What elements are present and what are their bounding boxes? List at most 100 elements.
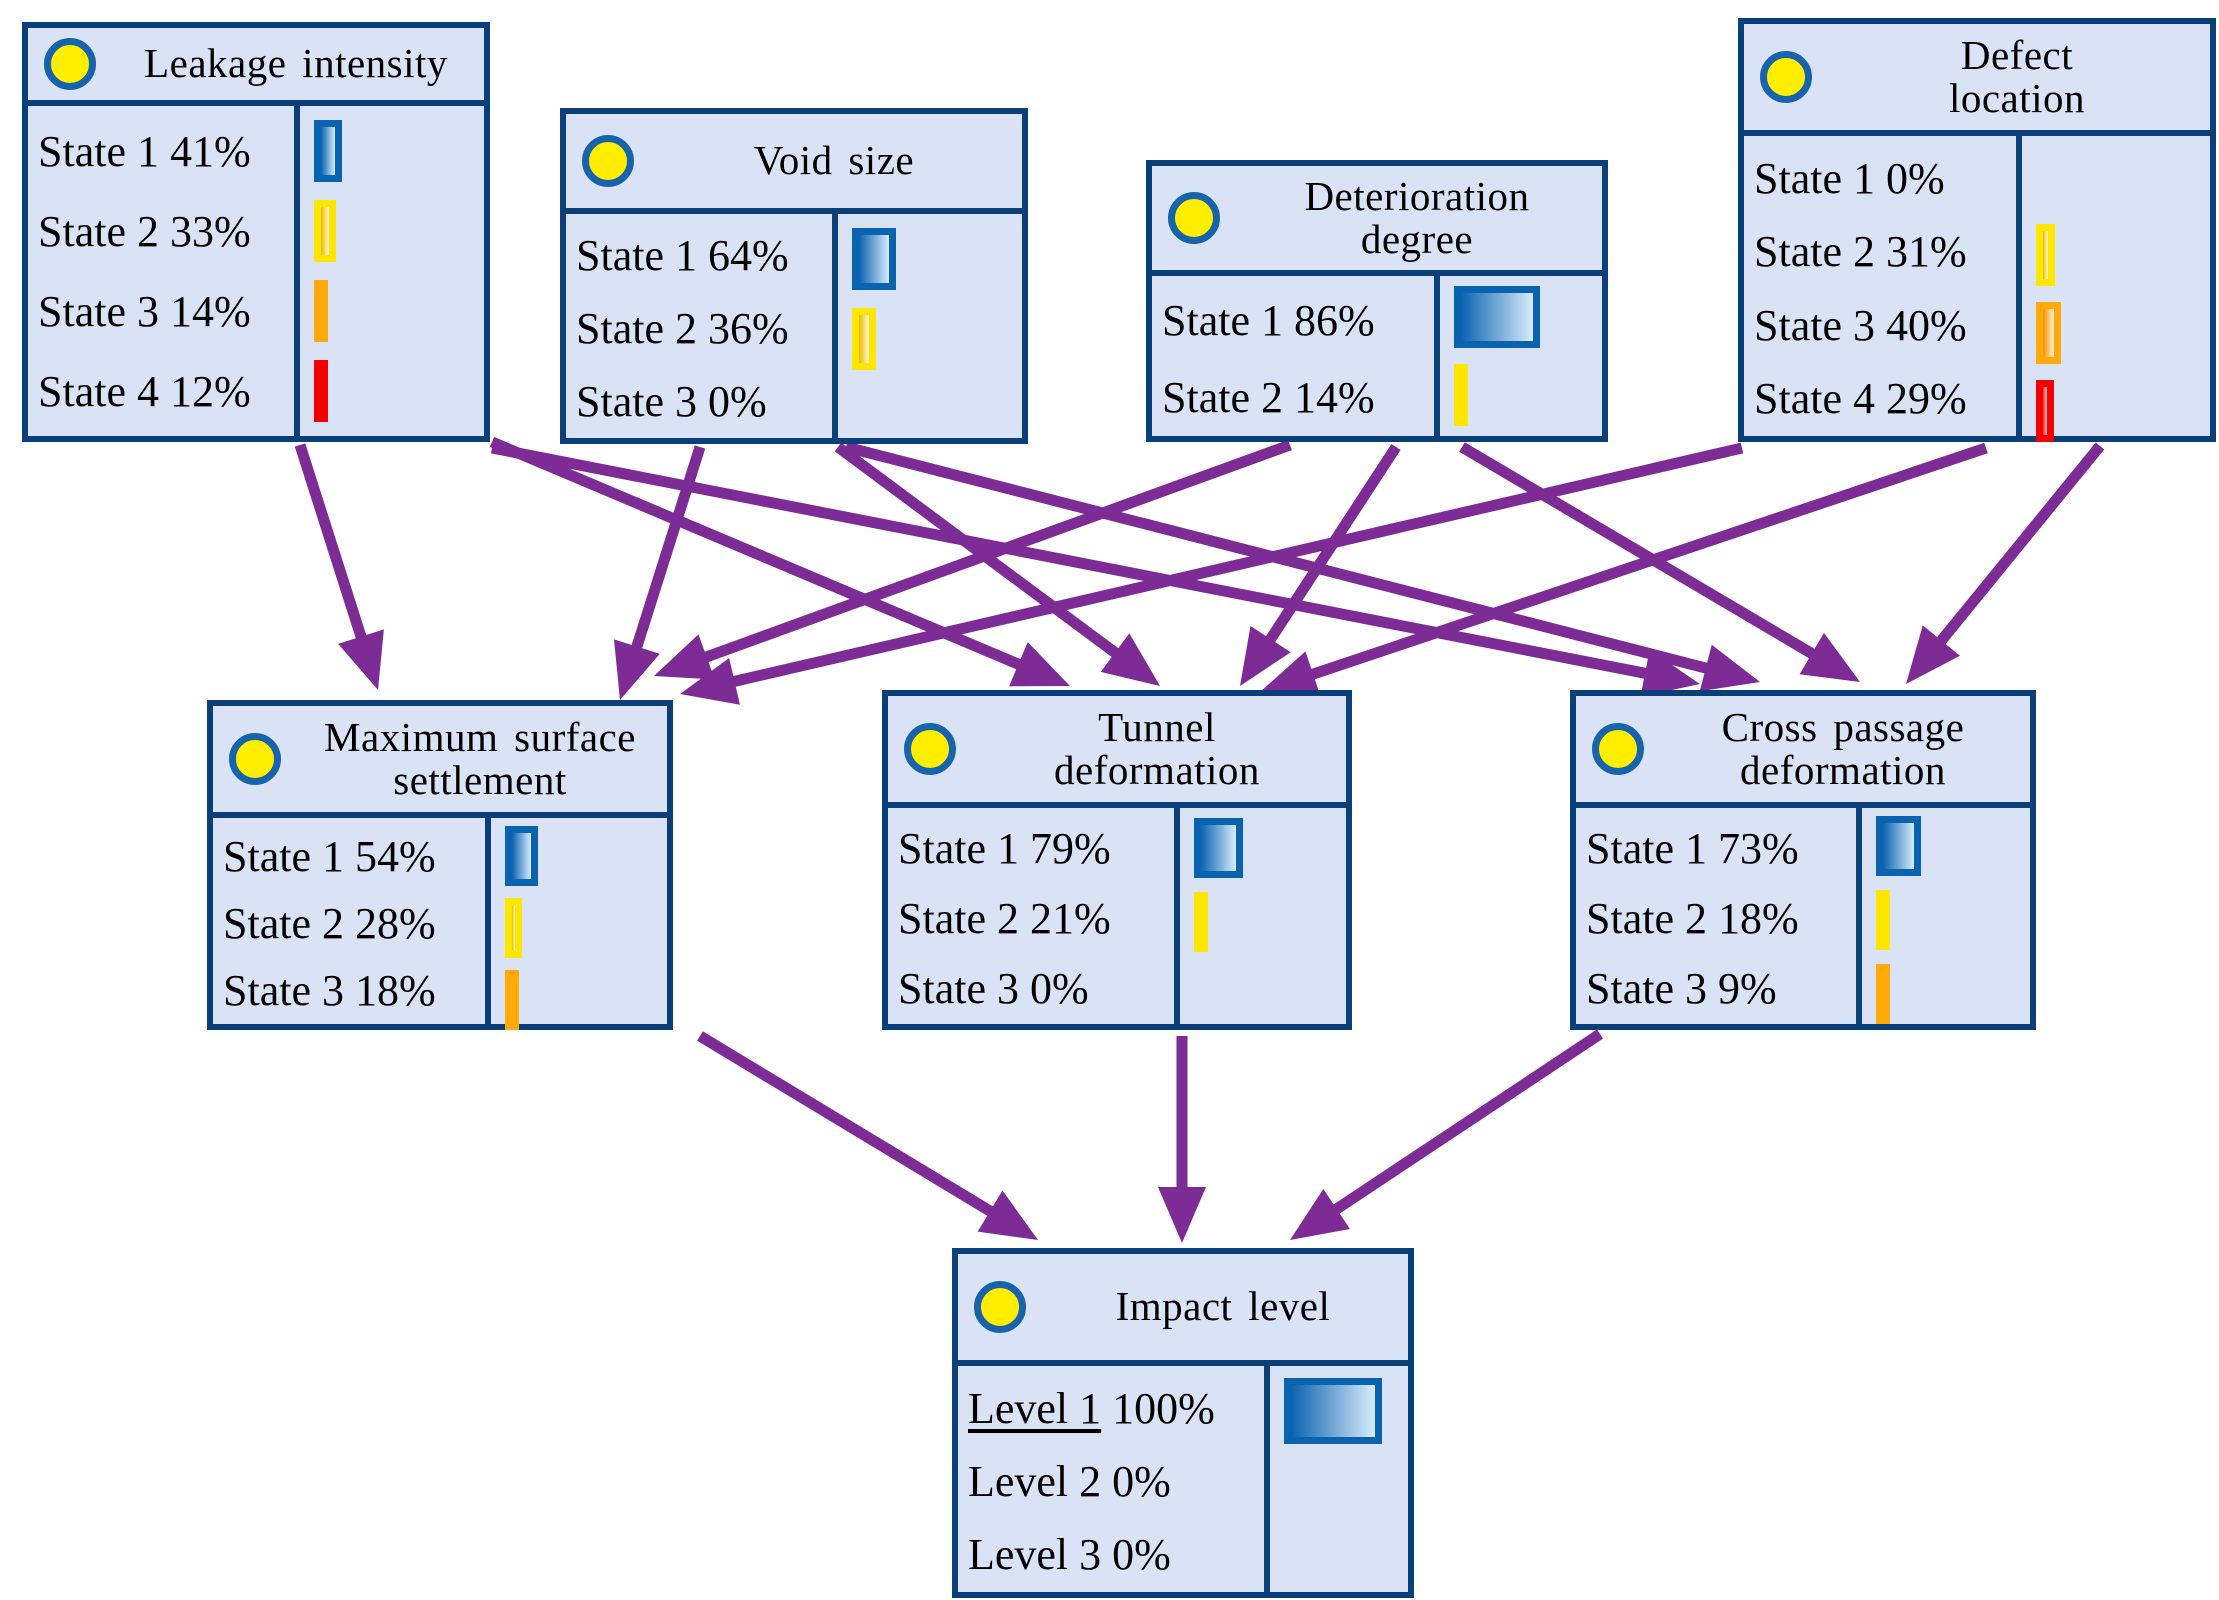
state-row[interactable]: State 4 12% xyxy=(38,352,294,432)
bar-column xyxy=(2022,136,2210,442)
state-label: State 1 xyxy=(1162,295,1283,345)
lightbulb-icon xyxy=(44,38,96,90)
state-list: State 1 73%State 2 18%State 3 9% xyxy=(1576,808,1862,1024)
state-row[interactable]: State 2 18% xyxy=(1586,884,1856,954)
arrowhead-icon xyxy=(1260,651,1321,697)
bar-column xyxy=(1440,276,1602,436)
bar-column xyxy=(1862,808,2030,1024)
state-row[interactable]: State 3 14% xyxy=(38,272,294,352)
state-label: State 1 xyxy=(898,824,1019,873)
state-label: State 2 xyxy=(1754,227,1875,277)
state-label: State 3 xyxy=(38,287,159,336)
state-row[interactable]: State 3 0% xyxy=(576,365,832,438)
state-list: State 1 86%State 2 14% xyxy=(1152,276,1440,436)
bar-column xyxy=(491,818,667,1030)
state-row[interactable]: State 3 9% xyxy=(1586,954,1856,1024)
state-label: State 2 xyxy=(1586,894,1707,943)
state-list: State 1 54%State 2 28%State 3 18% xyxy=(213,818,491,1024)
state-list: Level 1 100%Level 2 0%Level 3 0% xyxy=(958,1366,1270,1592)
state-probability: 12% xyxy=(169,367,251,416)
state-row[interactable]: State 4 29% xyxy=(1754,363,2016,437)
probability-bar xyxy=(314,120,342,182)
arrowhead-icon xyxy=(1799,632,1860,682)
state-row[interactable]: State 2 31% xyxy=(1754,216,2016,290)
lightbulb-icon xyxy=(974,1281,1026,1333)
state-row[interactable]: State 3 0% xyxy=(898,954,1174,1024)
state-row[interactable]: State 1 73% xyxy=(1586,814,1856,884)
arrowhead-icon xyxy=(1640,649,1700,697)
state-probability: 86% xyxy=(1293,295,1375,345)
state-row[interactable]: Level 1 100% xyxy=(968,1372,1264,1445)
state-row[interactable]: Level 2 0% xyxy=(968,1445,1264,1518)
state-row[interactable]: State 1 54% xyxy=(223,824,485,891)
probability-bar xyxy=(1876,964,1890,1024)
state-label: State 4 xyxy=(38,367,159,416)
state-row[interactable]: State 1 41% xyxy=(38,112,294,192)
node-body: State 1 64%State 2 36%State 3 0% xyxy=(566,214,1022,438)
node-header: Deterioration degree xyxy=(1152,166,1602,276)
arrowhead-icon xyxy=(1240,625,1291,686)
arrowhead-icon xyxy=(1158,1187,1206,1243)
state-label: State 1 xyxy=(1754,153,1875,203)
state-list: State 1 79%State 2 21%State 3 0% xyxy=(888,808,1180,1024)
state-row[interactable]: State 2 28% xyxy=(223,891,485,958)
state-probability: 100% xyxy=(1112,1383,1215,1433)
arrowhead-icon xyxy=(680,657,740,705)
state-list: State 1 0%State 2 31%State 3 40%State 4 … xyxy=(1744,136,2022,436)
state-probability: 9% xyxy=(1717,964,1777,1013)
probability-bar xyxy=(505,970,519,1030)
probability-bar xyxy=(1194,892,1208,952)
state-probability: 0% xyxy=(707,376,767,426)
node-title: Void size xyxy=(753,137,915,184)
node-title: Leakage intensity xyxy=(144,40,448,87)
state-probability: 79% xyxy=(1029,824,1111,873)
edge-line xyxy=(695,439,1292,666)
node-body: State 1 86%State 2 14% xyxy=(1152,276,1602,436)
node-body: State 1 54%State 2 28%State 3 18% xyxy=(213,818,667,1030)
state-label: Level 1 xyxy=(968,1383,1102,1433)
probability-bar xyxy=(2036,302,2061,364)
bar-column xyxy=(1270,1366,1408,1592)
state-probability: 0% xyxy=(1885,153,1945,203)
state-row[interactable]: State 2 14% xyxy=(1162,359,1434,436)
arrowhead-icon xyxy=(614,639,660,700)
state-row[interactable]: State 3 18% xyxy=(223,957,485,1024)
edge-line xyxy=(1301,442,1988,683)
edge-leakage-intensity-to-maximum-surface-settlement xyxy=(294,443,384,690)
state-row[interactable]: State 1 0% xyxy=(1754,142,2016,216)
node-body: State 1 79%State 2 21%State 3 0% xyxy=(888,808,1346,1024)
state-probability: 54% xyxy=(354,832,436,882)
state-row[interactable]: State 2 21% xyxy=(898,884,1174,954)
state-row[interactable]: State 1 86% xyxy=(1162,282,1434,359)
lightbulb-icon xyxy=(1760,51,1812,103)
state-label: Level 3 xyxy=(968,1530,1102,1580)
state-probability: 64% xyxy=(707,231,789,281)
edge-line xyxy=(1459,442,1824,664)
state-label: State 3 xyxy=(576,376,697,426)
node-header: Defect location xyxy=(1744,24,2210,136)
probability-bar xyxy=(852,228,896,290)
state-row[interactable]: State 1 79% xyxy=(898,814,1174,884)
state-row[interactable]: State 1 64% xyxy=(576,220,832,293)
edge-defect-location-to-tunnel-deformation xyxy=(1260,442,1988,697)
state-row[interactable]: State 2 33% xyxy=(38,192,294,272)
state-row[interactable]: Level 3 0% xyxy=(968,1519,1264,1592)
edge-void-size-to-maximum-surface-settlement xyxy=(614,445,706,700)
state-row[interactable]: State 3 40% xyxy=(1754,289,2016,363)
lightbulb-icon xyxy=(904,723,956,775)
state-row[interactable]: State 2 36% xyxy=(576,293,832,366)
state-label: State 3 xyxy=(898,964,1019,1013)
lightbulb-icon xyxy=(1592,723,1644,775)
edge-defect-location-to-maximum-surface-settlement xyxy=(680,442,1744,705)
node-title: Maximum surface settlement xyxy=(324,713,636,803)
lightbulb-icon xyxy=(582,135,634,187)
